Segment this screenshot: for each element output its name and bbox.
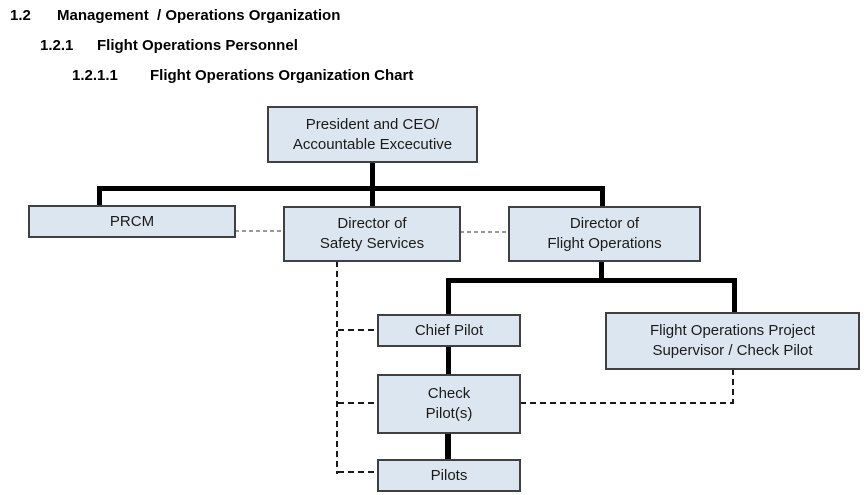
dashed-connector-to-pilots [338, 471, 378, 473]
org-node-label: Supervisor / Check Pilot [652, 342, 813, 359]
org-node-label: Flight Operations Project [649, 322, 816, 340]
org-node-label: PRCM [109, 212, 155, 230]
heading-title: Management / Operations Organization [57, 7, 341, 24]
org-node-check-pilots: Check Pilot(s) [377, 374, 521, 434]
heading-title: Flight Operations Organization Chart [150, 67, 414, 84]
heading-title: Flight Operations Personnel [97, 37, 298, 54]
dashed-connector-safety-down [336, 261, 338, 474]
org-node-label: Pilot(s) [425, 405, 473, 422]
org-node-label: Chief Pilot [414, 321, 484, 339]
dashed-connector-to-check-pilots [338, 402, 378, 404]
org-node-label: Director of [569, 215, 640, 233]
dashed-connector-to-chief-pilot [338, 329, 378, 331]
heading-section-1-2: 1.2 Management / Operations Organization [10, 7, 340, 24]
heading-section-1-2-1: 1.2.1 Flight Operations Personnel [40, 37, 298, 54]
connector-chief-to-check [446, 345, 451, 375]
org-node-prcm: PRCM [28, 205, 236, 238]
connector-check-to-pilots [445, 432, 451, 460]
org-node-label: Flight Operations [547, 235, 662, 252]
connector-drop-safety [370, 186, 375, 207]
org-node-director-safety-services: Director of Safety Services [283, 206, 461, 262]
dashed-connector-supervisor-to-check [520, 402, 734, 404]
org-node-label: Safety Services [319, 235, 425, 252]
org-node-label: Check [427, 385, 471, 403]
org-node-label: Director of [337, 215, 407, 233]
connector-flightops-down [599, 260, 604, 283]
heading-number: 1.2.1 [40, 37, 74, 54]
org-node-label: Pilots [430, 466, 468, 484]
dashed-connector-supervisor-down [732, 369, 734, 404]
dashed-connector-prcm-safety [235, 230, 283, 232]
connector-drop-prcm [97, 186, 102, 206]
dashed-connector-safety-flightops [460, 231, 508, 233]
org-node-pilots: Pilots [377, 459, 521, 492]
org-node-label: President and CEO/ [305, 115, 440, 133]
org-node-chief-pilot: Chief Pilot [377, 314, 521, 347]
connector-ceo-down [370, 161, 375, 188]
heading-number: 1.2.1.1 [72, 67, 118, 84]
connector-top-horizontal [97, 186, 605, 191]
connector-drop-chief-pilot [446, 278, 451, 315]
connector-drop-flightops [600, 186, 605, 207]
connector-drop-supervisor [732, 278, 737, 313]
heading-number: 1.2 [10, 7, 31, 24]
connector-lower-horizontal [446, 278, 737, 283]
heading-section-1-2-1-1: 1.2.1.1 Flight Operations Organization C… [72, 67, 413, 84]
org-node-flight-ops-project-supervisor: Flight Operations Project Supervisor / C… [605, 312, 860, 370]
org-node-director-flight-operations: Director of Flight Operations [508, 206, 701, 262]
org-node-president-ceo: President and CEO/ Accountable Excecutiv… [267, 106, 478, 163]
org-node-label: Accountable Excecutive [292, 135, 453, 153]
